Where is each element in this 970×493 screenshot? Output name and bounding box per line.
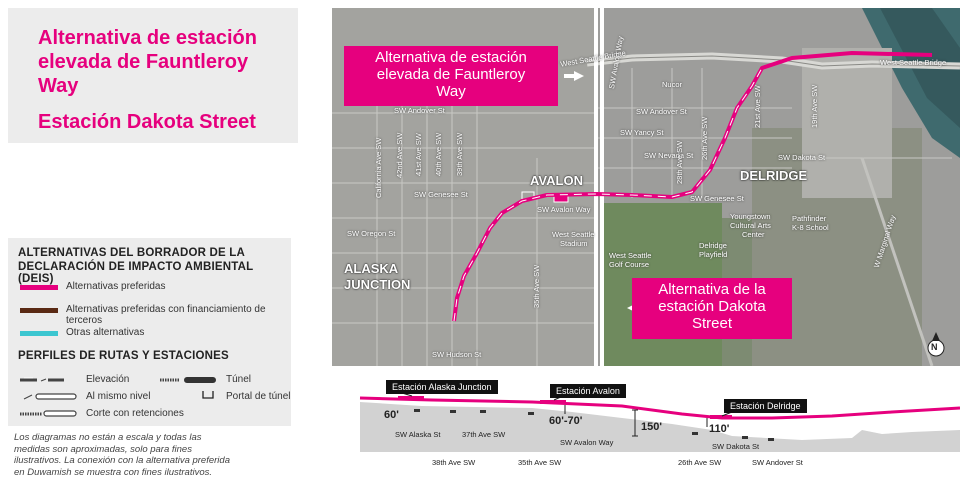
legend-retained-cut-label: Corte con retenciones (86, 408, 184, 419)
street-sw-genesee-left: SW Genesee St (414, 190, 468, 199)
label-delridge-playfield-1: Delridge (699, 241, 727, 250)
profile-street-35th-ave: 35th Ave SW (518, 458, 562, 467)
street-28th-ave: 28th Ave SW (675, 140, 684, 184)
legend-heading-2: DECLARACIÓN DE IMPACTO AMBIENTAL (DEIS) (18, 261, 254, 285)
legend-elevation-label: Elevación (86, 374, 130, 385)
label-youngstown-1: Youngstown (730, 212, 771, 221)
street-42nd-ave: 42nd Ave SW (395, 132, 404, 178)
profile-graphics (359, 389, 960, 452)
profile-street-sw-andover: SW Andover St (752, 458, 803, 467)
legend-panel: ALTERNATIVAS DEL BORRADOR DE LA DECLARAC… (8, 238, 291, 426)
at-grade-symbol-icon (23, 393, 77, 400)
profile-street-sw-avalon-way: SW Avalon Way (560, 438, 614, 447)
height-60-70: 60'-70' (549, 415, 583, 427)
neighborhood-delridge: DELRIDGE (740, 168, 808, 183)
title-line-1: Alternativa de estación (38, 27, 257, 49)
street-41st-ave: 41st Ave SW (414, 133, 423, 176)
station-delridge[interactable]: Estación Delridge (724, 399, 807, 413)
street-35th-ave: 35th Ave SW (532, 264, 541, 308)
street-26th-ave: 26th Ave SW (700, 116, 709, 160)
tunnel-portal-symbol-icon (202, 391, 214, 399)
label-pathfinder-2: K-8 School (792, 223, 829, 232)
street-39th-ave: 39th Ave SW (455, 132, 464, 176)
profile-street-26th-ave: 26th Ave SW (678, 458, 722, 467)
legend-swatch-other (20, 331, 58, 336)
title-line-2: elevada de Fauntleroy (38, 51, 249, 73)
label-nucor: Nucor (662, 80, 683, 89)
station-avalon[interactable]: Estación Avalon (550, 384, 626, 398)
label-west-seattle-stadium-1: West Seattle (552, 230, 595, 239)
neighborhood-alaska-1: ALASKA (344, 261, 399, 276)
callout-fauntleroy-line-1: Alternativa de estación (375, 49, 527, 66)
neighborhood-avalon: AVALON (530, 173, 583, 188)
street-21st-ave: 21st Ave SW (753, 85, 762, 128)
route-profile: Estación Alaska Junction Estación Avalon… (332, 372, 960, 472)
label-west-seattle-stadium-2: Stadium (560, 239, 588, 248)
legend-swatch-third-party (20, 308, 58, 313)
retained-cut-symbol-icon (20, 410, 77, 417)
legend-at-grade-label: Al mismo nivel (86, 391, 151, 402)
title-line-3: Way (38, 75, 79, 97)
street-40th-ave: 40th Ave SW (434, 132, 443, 176)
street-sw-yancy: SW Yancy St (620, 128, 664, 137)
aerial-map[interactable]: N Alternativa de estación elevada de Fau… (332, 8, 960, 366)
street-19th-ave: 19th Ave SW (810, 84, 819, 128)
callout-fauntleroy-line-3: Way (436, 83, 466, 100)
title-line-4: Estación Dakota Street (38, 111, 256, 133)
north-arrow-icon: N (931, 342, 938, 352)
height-150: 150' (641, 421, 662, 433)
callout-fauntleroy-station[interactable]: Alternativa de estación elevada de Faunt… (344, 46, 558, 106)
station-alaska-junction[interactable]: Estación Alaska Junction (386, 380, 498, 394)
legend-heading-1: ALTERNATIVAS DEL BORRADOR DE LA (18, 247, 246, 259)
label-youngstown-2: Cultural Arts (730, 221, 771, 230)
legend-label-third-party: Alternativas preferidas con financiamien… (66, 304, 266, 326)
legend-label-other: Otras alternativas (66, 327, 145, 338)
label-golf-course-2: Golf Course (609, 260, 650, 269)
elevation-symbol-icon (20, 377, 64, 382)
note-line-4: en Duwamish se muestra con fines ilustra… (14, 466, 212, 478)
legend-swatch-preferred (20, 285, 58, 290)
street-sw-avalon-way: SW Avalon Way (537, 205, 591, 214)
callout-dakota-line-3: Street (691, 315, 733, 332)
street-sw-nevada: SW Nevada St (644, 151, 694, 160)
legend-profiles-heading: PERFILES DE RUTAS Y ESTACIONES (18, 350, 229, 362)
note-line-3: ilustrativos. La conexión con la alterna… (14, 455, 230, 466)
label-pathfinder-1: Pathfinder (792, 214, 827, 223)
disclaimer-note: Los diagramas no están a escala y todas … (14, 432, 284, 478)
street-sw-dakota: SW Dakota St (778, 153, 826, 162)
street-sw-oregon: SW Oregon St (347, 229, 396, 238)
profile-street-sw-dakota: SW Dakota St (712, 442, 760, 451)
legend-tunnel-label: Túnel (226, 374, 252, 385)
street-california-ave: California Ave SW (374, 137, 383, 198)
callout-fauntleroy-line-2: elevada de Fauntleroy (376, 66, 526, 83)
street-sw-genesee-right: SW Genesee St (690, 194, 744, 203)
callout-dakota-line-2: estación Dakota (658, 298, 766, 315)
tunnel-symbol-icon (160, 377, 216, 383)
profile-street-sw-alaska: SW Alaska St (395, 430, 441, 439)
street-sw-andover-left: SW Andover St (394, 106, 445, 115)
profile-street-37th-ave: 37th Ave SW (462, 430, 506, 439)
label-youngstown-3: Center (742, 230, 765, 239)
profile-street-38th-ave: 38th Ave SW (432, 458, 476, 467)
height-60: 60' (384, 409, 399, 421)
street-sw-hudson: SW Hudson St (432, 350, 482, 359)
legend-label-preferred: Alternativas preferidas (66, 281, 166, 292)
street-sw-andover-right: SW Andover St (636, 107, 687, 116)
neighborhood-alaska-2: JUNCTION (344, 277, 411, 292)
title-panel: Alternativa de estación elevada de Faunt… (8, 8, 298, 143)
street-west-seattle-bridge-right: West Seattle Bridge (880, 58, 947, 67)
callout-dakota-line-1: Alternativa de la (658, 281, 766, 298)
note-line-1: Los diagramas no están a escala y todas … (14, 432, 202, 443)
label-golf-course-1: West Seattle (609, 251, 652, 260)
height-110: 110' (709, 423, 730, 435)
legend-tunnel-portal-label: Portal de túnel (226, 391, 291, 402)
callout-dakota-station[interactable]: Alternativa de la estación Dakota Street (632, 278, 792, 339)
label-delridge-playfield-2: Playfield (699, 250, 728, 259)
note-line-2: medidas son aproximadas, solo para fines (14, 443, 192, 455)
